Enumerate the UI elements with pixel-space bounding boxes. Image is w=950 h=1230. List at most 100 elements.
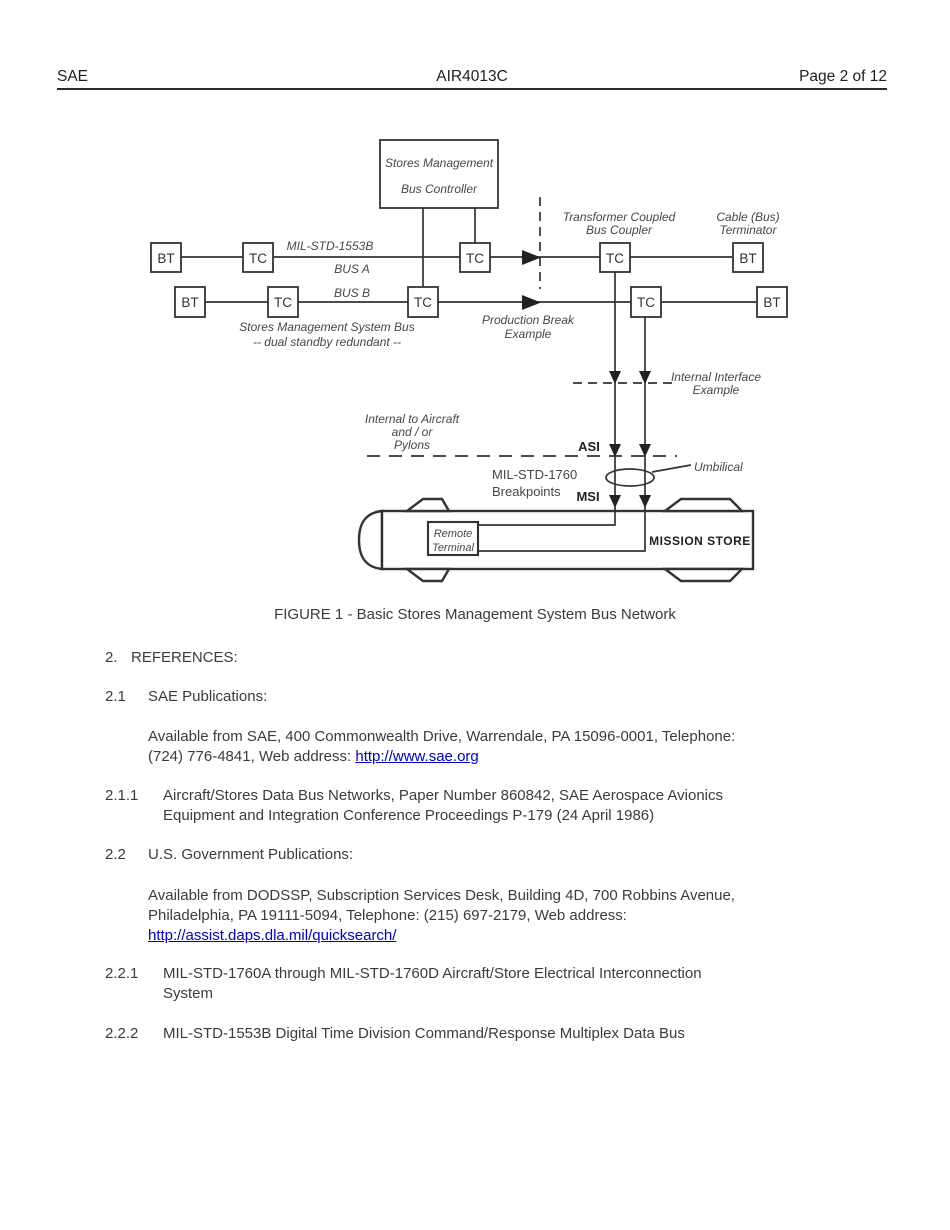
tc-label: TC	[606, 251, 624, 266]
paragraph-line: Available from DODSSP, Subscription Serv…	[148, 887, 735, 904]
internal-aircraft-label-3: Pylons	[394, 438, 430, 452]
dashed-lines	[367, 197, 677, 457]
mission-store-label: MISSION STORE	[649, 534, 751, 548]
front-top-fin	[403, 497, 452, 513]
sae-availability-paragraph: Available from SAE, 400 Commonwealth Dri…	[148, 727, 735, 767]
internal-aircraft-label-1: Internal to Aircraft	[365, 412, 460, 426]
page-header: SAE AIR4013C Page 2 of 12	[57, 63, 887, 90]
section-2-2-1-item: 2.2.1 MIL-STD-1760A through MIL-STD-1760…	[105, 964, 702, 1004]
bt-box-a-right	[732, 242, 764, 273]
bus-controller-box	[379, 139, 499, 209]
sms-bus-caption-1: Stores Management System Bus	[239, 320, 414, 334]
bt-box-b-left	[174, 286, 206, 318]
tc-box-a1	[242, 242, 274, 273]
paragraph-line: (724) 776-4841, Web address: http://www.…	[148, 747, 735, 767]
section-title: U.S. Government Publications:	[148, 846, 354, 863]
coupler-label-1: Transformer Coupled	[563, 210, 676, 224]
section-2-2-heading: 2.2 U.S. Government Publications:	[105, 845, 353, 865]
production-break-label-2: Example	[505, 327, 552, 341]
production-break-label-1: Production Break	[482, 313, 575, 327]
paragraph-text: (724) 776-4841, Web address:	[148, 748, 356, 765]
breakpoints-label-2: Breakpoints	[492, 484, 561, 499]
header-doc-number: AIR4013C	[436, 68, 508, 85]
bus-b-arrow-right-icon	[522, 295, 541, 310]
remote-terminal-box	[426, 520, 480, 557]
header-page-number: Page 2 of 12	[799, 68, 888, 85]
arrowheads	[522, 250, 651, 508]
sms-bus-caption-2: -- dual standby redundant --	[253, 335, 401, 349]
bt-box-a-left	[150, 242, 182, 273]
interface-arrow-down-icon	[609, 371, 621, 384]
section-number: 2.2.1	[105, 965, 139, 982]
reference-line: Equipment and Integration Conference Pro…	[163, 807, 655, 824]
interface-arrow-down-icon	[639, 371, 651, 384]
reference-text: MIL-STD-1760A through MIL-STD-1760D Airc…	[163, 964, 702, 1004]
missile-nose	[357, 509, 384, 571]
internal-interface-label-1: Internal Interface	[671, 370, 761, 384]
store-feed-left	[478, 257, 616, 526]
msi-arrow-down-icon	[609, 495, 621, 508]
internal-aircraft-label-2: and / or	[392, 425, 434, 439]
section-2-2-2-item: 2.2.2 MIL-STD-1553B Digital Time Divisio…	[105, 1024, 685, 1044]
section-number: 2.	[105, 649, 118, 666]
tc-box-b2	[407, 286, 439, 318]
bt-box-b-right	[756, 286, 788, 318]
reference-line: MIL-STD-1760A through MIL-STD-1760D Airc…	[163, 965, 702, 982]
internal-interface-label-2: Example	[693, 383, 740, 397]
remote-terminal-label-1: Remote	[434, 528, 473, 540]
asi-arrow-down-icon	[639, 444, 651, 457]
dodssp-availability-paragraph: Available from DODSSP, Subscription Serv…	[148, 886, 735, 946]
tc-label: TC	[466, 251, 484, 266]
figure1-diagram: Stores Management Bus Controller BT TC T…	[150, 139, 788, 583]
terminator-label-2: Terminator	[720, 223, 778, 237]
controller-label-2: Bus Controller	[401, 182, 478, 196]
coupler-label-2: Bus Coupler	[586, 223, 653, 237]
umbilical-leader-line	[651, 464, 692, 473]
rear-bottom-fin	[661, 567, 745, 583]
sae-website-link[interactable]: http://www.sae.org	[355, 748, 479, 765]
reference-text: Aircraft/Stores Data Bus Networks, Paper…	[163, 786, 723, 826]
bt-label: BT	[181, 295, 198, 310]
tc-box-a2	[459, 242, 491, 273]
bus-a-arrow-right-icon	[522, 250, 541, 265]
section-2-1-1-item: 2.1.1 Aircraft/Stores Data Bus Networks,…	[105, 786, 723, 826]
tc-label: TC	[637, 295, 655, 310]
tc-label: TC	[414, 295, 432, 310]
remote-terminal-label-2: Terminal	[432, 542, 474, 554]
section-title: SAE Publications:	[148, 688, 268, 705]
reference-line: MIL-STD-1553B Digital Time Division Comm…	[163, 1025, 685, 1042]
header-org: SAE	[57, 68, 89, 85]
assist-website-link[interactable]: http://assist.daps.dla.mil/quicksearch/	[148, 927, 397, 944]
paragraph-line: http://assist.daps.dla.mil/quicksearch/	[148, 926, 735, 946]
terminator-label-1: Cable (Bus)	[716, 210, 779, 224]
controller-label-1: Stores Management	[385, 156, 494, 170]
rear-top-fin	[661, 497, 745, 513]
bus-a-label: BUS A	[334, 262, 370, 276]
bus-b-label: BUS B	[334, 286, 370, 300]
section-number: 2.1.1	[105, 787, 139, 804]
section-number: 2.1	[105, 688, 126, 705]
bt-label: BT	[763, 295, 780, 310]
asi-arrow-down-icon	[609, 444, 621, 457]
paragraph-line: Available from SAE, 400 Commonwealth Dri…	[148, 728, 736, 745]
bt-label: BT	[157, 251, 174, 266]
front-bottom-fin	[403, 567, 452, 583]
section-2-1-heading: 2.1 SAE Publications:	[105, 687, 267, 707]
section-number: 2.2	[105, 846, 126, 863]
msi-arrow-down-icon	[639, 495, 651, 508]
umbilical-ellipse	[605, 468, 655, 487]
tc-box-b3	[630, 286, 662, 318]
bt-label: BT	[739, 251, 756, 266]
tc-box-b1	[267, 286, 299, 318]
network-boxes	[150, 139, 788, 318]
reference-line: System	[163, 985, 214, 1002]
section-title: REFERENCES:	[131, 649, 238, 666]
breakpoints-label-1: MIL-STD-1760	[492, 467, 577, 482]
tc-label: TC	[249, 251, 267, 266]
section-number: 2.2.2	[105, 1025, 139, 1042]
msi-label: MSI	[576, 489, 599, 504]
tc-box-a3	[599, 242, 631, 273]
umbilical-label: Umbilical	[694, 460, 743, 474]
figure-caption: FIGURE 1 - Basic Stores Management Syste…	[274, 606, 676, 623]
